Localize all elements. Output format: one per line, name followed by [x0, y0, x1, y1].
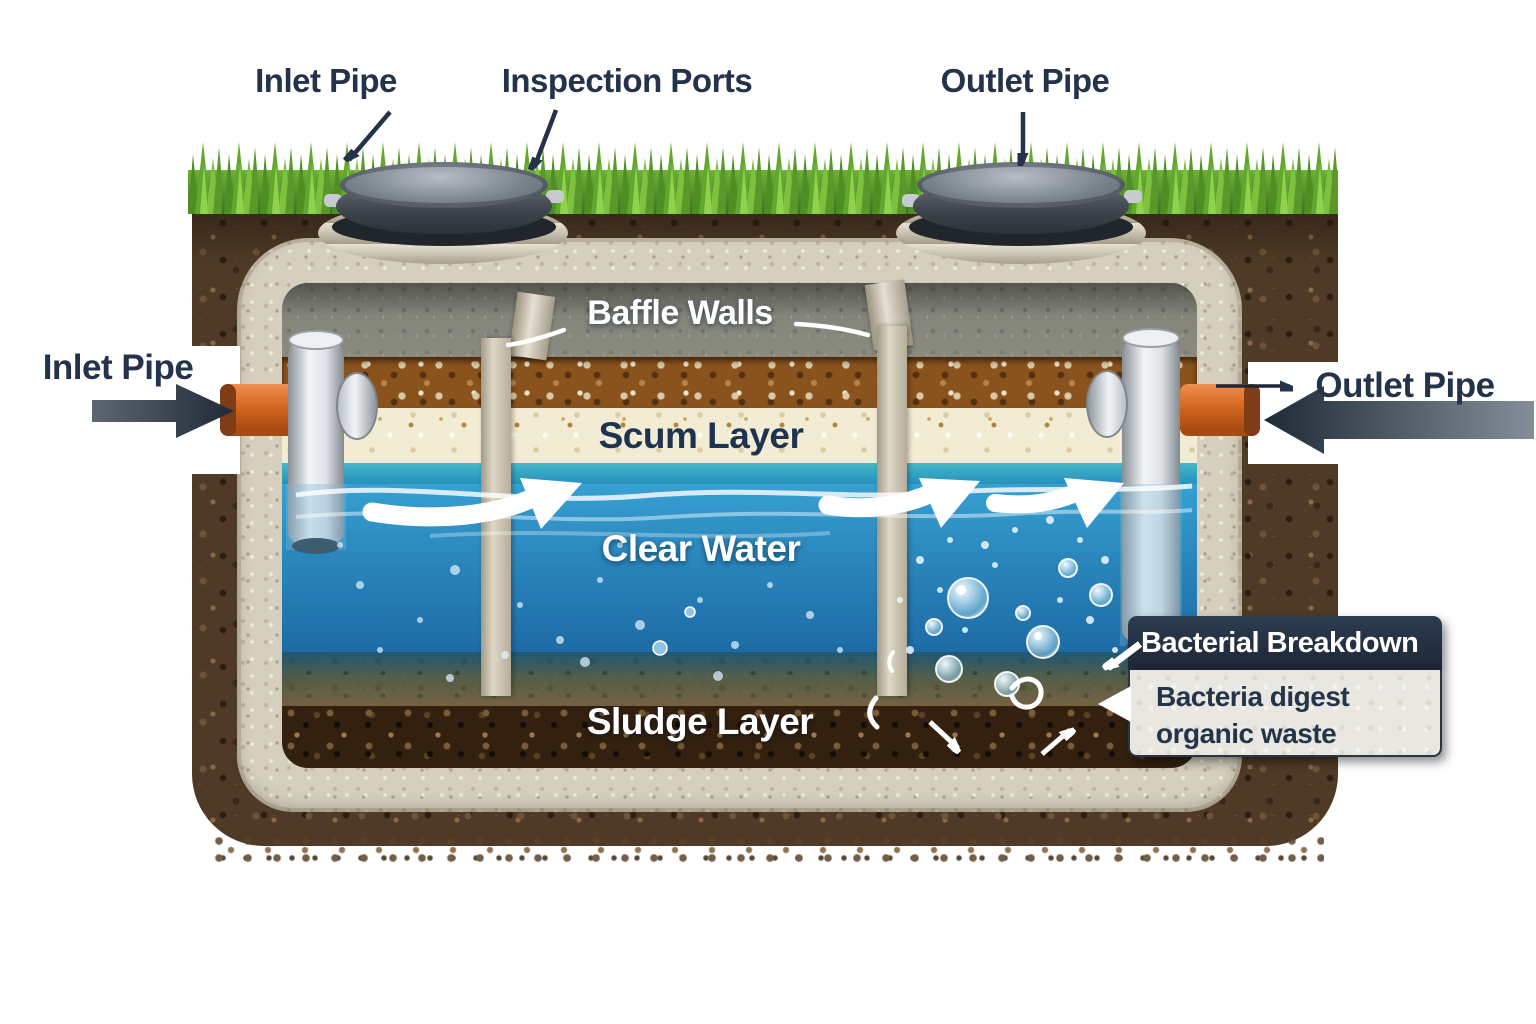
sludge-layer-label: Sludge Layer: [586, 701, 814, 742]
inlet-tee-pipe: [288, 338, 344, 548]
callout-body: Bacteria digest organic waste: [1128, 670, 1442, 757]
callout-title: Bacterial Breakdown: [1141, 627, 1419, 659]
baffle-wall-2: [877, 326, 907, 696]
scum-layer-band: [282, 408, 1197, 463]
inlet-tee-cap: [288, 330, 344, 350]
callout-header: Bacterial Breakdown: [1128, 616, 1442, 670]
manhole-cover-2-lid: [917, 162, 1125, 208]
clear-water-label: Clear Water: [601, 528, 801, 569]
scum-crust-band: [282, 357, 1197, 408]
manhole-cover-1-ear-right: [546, 190, 564, 203]
outlet-pipe-end-ring: [1244, 384, 1260, 436]
outlet-tee-cap: [1122, 328, 1180, 348]
inlet-pipe-side-label: Inlet Pipe: [42, 348, 194, 387]
baffle-walls-label: Baffle Walls: [587, 294, 773, 332]
baffle-wall-1: [481, 338, 511, 696]
outlet-tee-hub: [1086, 370, 1128, 438]
scum-layer-label: Scum Layer: [598, 415, 804, 456]
sludge-layer-band: [282, 706, 1197, 768]
sludge-transition-band: [282, 652, 1197, 706]
outlet-pipe-top-label: Outlet Pipe: [940, 62, 1110, 99]
teal-band: [282, 463, 1197, 484]
manhole-cover-1-lid: [340, 162, 548, 208]
inspection-ports-label: Inspection Ports: [501, 62, 753, 99]
outlet-pipe-side-label: Outlet Pipe: [1315, 366, 1495, 405]
headspace-band: [282, 283, 1197, 357]
manhole-cover-2-ear-right: [1124, 190, 1142, 203]
inlet-tee-hub: [336, 372, 378, 440]
callout-body-text: Bacteria digest organic waste: [1156, 681, 1350, 749]
tank-interior: [282, 283, 1197, 768]
soil-crumb-edge: [212, 836, 1324, 866]
inlet-pipe-end-ring: [220, 384, 236, 436]
inlet-tee-opening: [292, 538, 340, 554]
inlet-pipe-top-label: Inlet Pipe: [255, 62, 397, 99]
